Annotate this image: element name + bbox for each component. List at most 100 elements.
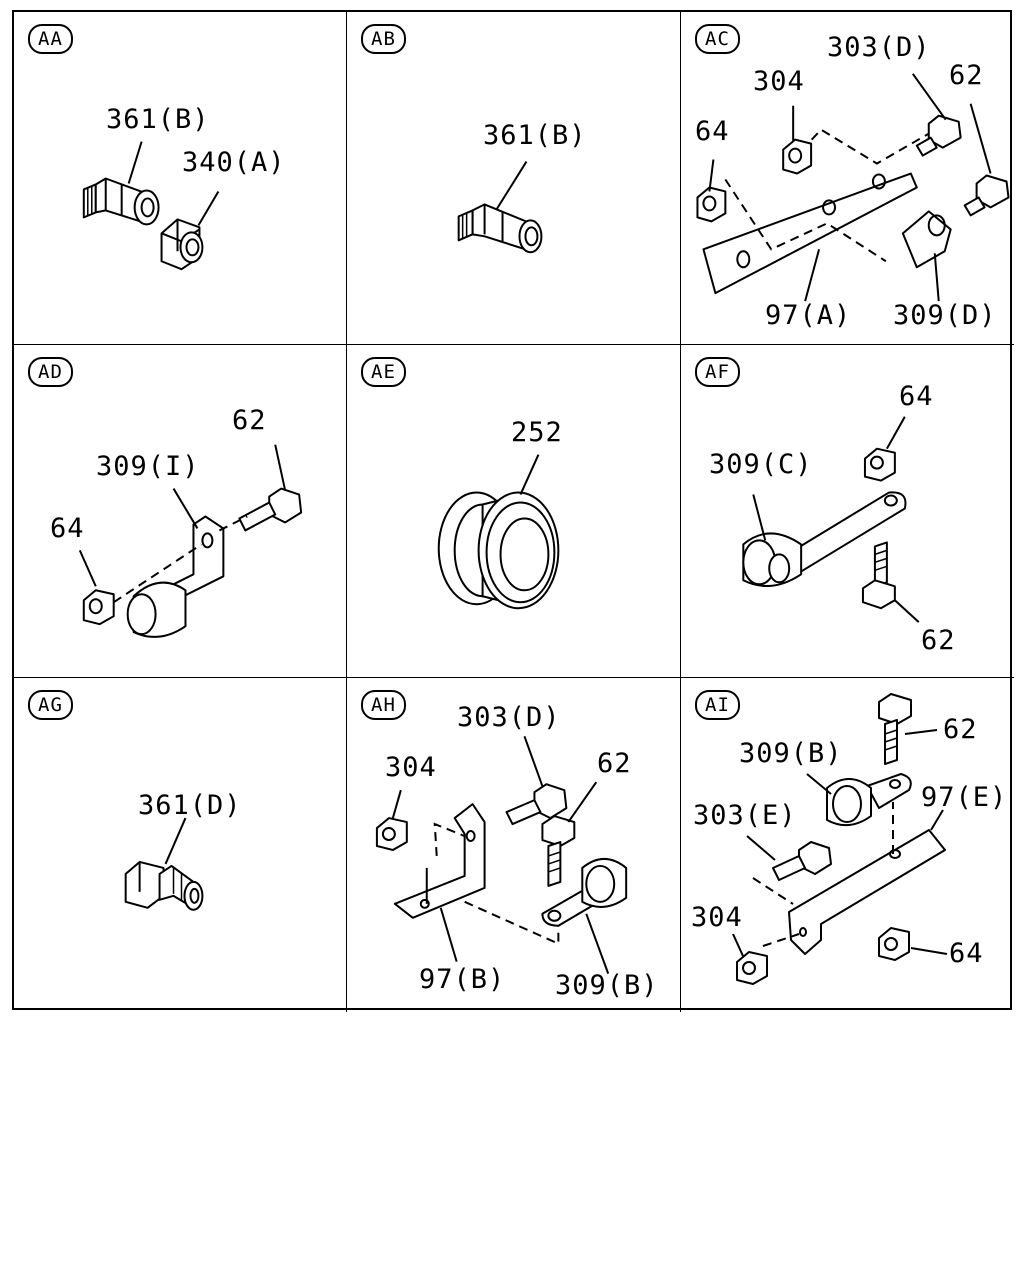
part-label: 304 <box>753 66 805 97</box>
leader-line <box>495 161 528 210</box>
leader-line <box>910 947 948 955</box>
assembly-line <box>724 178 887 263</box>
leader-line <box>746 835 776 861</box>
panel-ab: AB 361(B) <box>347 12 681 345</box>
leader-line <box>804 249 821 302</box>
part-label: 64 <box>50 513 85 544</box>
part-label: 303(D) <box>457 702 561 733</box>
connector-fitting <box>82 177 160 226</box>
panel-tag: AC <box>695 24 740 54</box>
panel-af: AF 64 309(C) 62 <box>681 345 1014 678</box>
panel-ad: AD 62 309(I) 64 <box>14 345 347 678</box>
leader-line <box>732 933 744 957</box>
part-label: 64 <box>695 116 730 147</box>
clip <box>826 773 912 827</box>
leader-line <box>172 488 199 529</box>
bracket <box>393 803 486 919</box>
clip <box>901 210 952 269</box>
leader-line <box>567 781 598 823</box>
part-label: 97(E) <box>921 782 1008 813</box>
clip-assembly-drawing <box>78 444 303 638</box>
part-label: 97(B) <box>419 964 506 995</box>
panel-tag: AD <box>28 357 73 387</box>
panel-ag: AG 361(D) <box>14 678 347 1012</box>
panel-tag: AA <box>28 24 73 54</box>
leader-line <box>78 549 97 587</box>
panel-aa: AA 361(B) 340(A) <box>14 12 347 345</box>
part-label: 309(D) <box>893 300 997 331</box>
leader-line <box>886 416 906 450</box>
panel-ah: AH 303(D) 304 62 97(B) 309(B) <box>347 678 681 1012</box>
part-label: 304 <box>691 902 743 933</box>
clip-assembly-drawing <box>742 416 920 623</box>
bolt <box>861 541 896 610</box>
part-label: 303(E) <box>693 800 797 831</box>
bracket <box>788 829 946 955</box>
leader-line <box>274 444 287 491</box>
part-label: 252 <box>511 417 563 448</box>
bolt <box>238 487 303 532</box>
connector-fitting <box>124 860 204 911</box>
assembly-line <box>433 822 466 857</box>
bolt <box>963 174 1010 217</box>
connector-fitting <box>457 203 543 254</box>
bolt <box>541 815 576 887</box>
part-label: 340(A) <box>182 147 286 178</box>
panel-tag: AB <box>361 24 406 54</box>
bracket-assembly-drawing <box>732 693 948 985</box>
leader-line <box>439 907 458 962</box>
panel-tag: AF <box>695 357 740 387</box>
nut <box>782 138 813 175</box>
connector-drawing <box>457 161 543 254</box>
leader-line <box>197 190 220 226</box>
nut <box>82 589 115 626</box>
assembly-line <box>762 933 800 947</box>
leader-line <box>911 73 947 121</box>
grommet-drawing <box>437 454 560 610</box>
connector-and-nut-drawing <box>82 141 220 271</box>
bolt <box>772 841 832 881</box>
panel-ai: AI 62 309(B) 97(E) 303(E) 304 64 <box>681 678 1014 1012</box>
part-label: 62 <box>597 748 632 779</box>
leader-line <box>894 599 920 623</box>
panel-ae: AE 252 <box>347 345 681 678</box>
leader-line <box>127 141 143 184</box>
flare-nut <box>160 218 204 271</box>
part-label: 309(I) <box>96 451 200 482</box>
part-label: 303(D) <box>827 32 931 63</box>
assembly-line <box>752 877 794 905</box>
leader-line <box>164 817 187 865</box>
part-label: 309(B) <box>555 970 659 1001</box>
nut <box>375 817 408 851</box>
part-label: 64 <box>899 381 934 412</box>
part-label: 62 <box>949 60 984 91</box>
clip <box>541 857 628 927</box>
part-label: 64 <box>949 938 984 969</box>
clip <box>742 491 907 587</box>
parts-diagram-grid: AA 361(B) 340(A) AB 361(B) <box>12 10 1014 1012</box>
part-label: 97(A) <box>765 300 852 331</box>
leader-line <box>708 159 715 192</box>
part-label: 361(B) <box>483 120 587 151</box>
leader-line <box>969 103 992 174</box>
bolt <box>505 783 568 826</box>
assembly-line <box>464 900 560 946</box>
bracket-assembly-drawing <box>375 735 628 974</box>
assembly-line <box>113 543 202 604</box>
leader-line <box>585 913 610 974</box>
nut <box>696 186 727 223</box>
leader-line <box>519 454 540 495</box>
leader-line <box>933 253 940 302</box>
bolt <box>915 114 962 157</box>
leader-line <box>523 735 544 787</box>
nut <box>878 927 910 961</box>
leader-line <box>752 494 767 541</box>
connector-drawing <box>124 817 204 911</box>
part-label: 361(D) <box>138 790 242 821</box>
grommet <box>437 491 560 610</box>
part-label: 62 <box>943 714 978 745</box>
nut <box>736 951 768 985</box>
bracket-assembly-drawing <box>696 73 1010 302</box>
part-label: 309(C) <box>709 449 813 480</box>
panel-ac: AC 303(D) 304 62 64 97(A) 309(D) <box>681 12 1014 345</box>
